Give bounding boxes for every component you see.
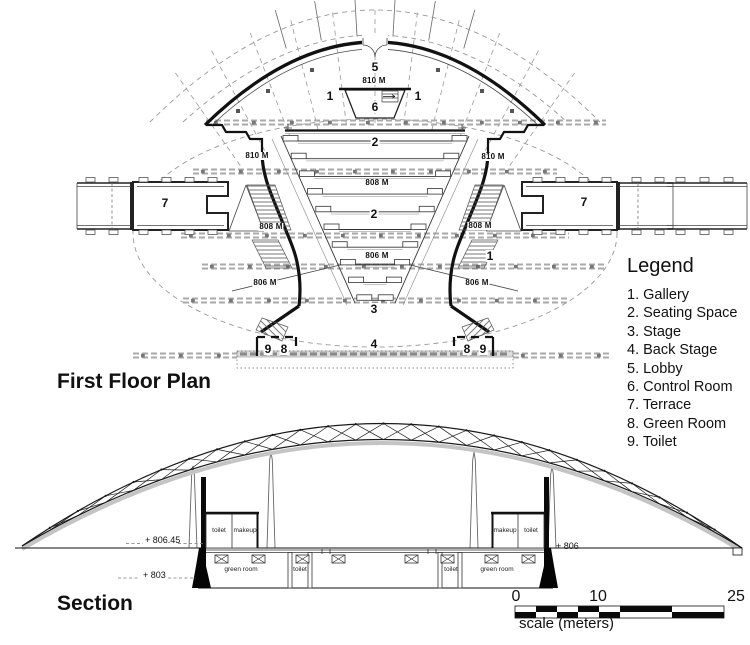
room-number-green-room-left: 8 (279, 342, 289, 356)
level-label-806-center: 806 M (364, 251, 390, 260)
basement-walls (287, 552, 463, 589)
bowl-left-walls-and-stairs (448, 123, 544, 356)
room-number-seating-lower: 2 (369, 207, 379, 221)
legend: Legend 1. Gallery 2. Seating Space 3. St… (627, 256, 737, 452)
scale-bar (514, 605, 725, 619)
level-leader-lines (118, 543, 204, 579)
room-number-toilet-left: 9 (263, 342, 273, 356)
scale-caption: scale (meters) (519, 615, 615, 632)
stair-hatch (246, 184, 292, 231)
level-label-810-left: 810 M (244, 151, 270, 160)
backstage-dotted-outline (236, 350, 514, 369)
section-drawing (15, 422, 744, 589)
legend-item: 5. Lobby (627, 360, 683, 377)
section-room-makeup-upper-right: makeup (493, 526, 517, 534)
truss-footing (732, 547, 743, 556)
level-label-810-right: 810 M (480, 152, 506, 161)
room-number-back-stage: 4 (369, 337, 379, 351)
section-room-makeup-upper-left: makeup (233, 526, 257, 534)
level-label-808-left: 808 M (258, 222, 284, 231)
section-caption: Section (57, 592, 133, 615)
legend-item: 6. Control Room (627, 379, 733, 396)
roof-truss-arch (20, 422, 744, 553)
proscenium-wall-left (201, 477, 206, 548)
room-number-green-room-right: 8 (462, 342, 472, 356)
level-label-808-center: 808 M (364, 178, 390, 187)
room-number-terrace-right: 7 (579, 195, 589, 209)
section-room-green-room-right: green room (480, 565, 514, 573)
level-label-808-right: 808 M (467, 221, 493, 230)
room-number-gallery-lower: 1 (485, 249, 495, 263)
legend-item: 4. Back Stage (627, 342, 718, 359)
room-number-terrace-left: 7 (160, 196, 170, 210)
level-label-810-lobby: 810 M (361, 76, 387, 85)
room-number-gallery-right: 1 (413, 89, 423, 103)
stage-apron-lines (231, 263, 519, 292)
scale-label-twentyfive: 25 (727, 588, 745, 605)
room-number-control-room: 6 (370, 100, 380, 114)
legend-item: 7. Terrace (627, 397, 692, 414)
legend-item: 3. Stage (627, 323, 682, 340)
room-number-toilet-right: 9 (478, 342, 488, 356)
room-number-lobby: 5 (370, 60, 380, 74)
level-label-806-right: 806 M (464, 278, 490, 287)
retaining-wall-right (539, 548, 558, 588)
room-number-gallery-left: 1 (325, 89, 335, 103)
level-label-806-left: 806 M (252, 278, 278, 287)
stair-hatch (458, 184, 504, 231)
outer-dashed-arc (149, 9, 601, 123)
stair-hatch (461, 317, 495, 342)
datum-label-806-45: + 806.45 (145, 535, 181, 545)
mast-columns (188, 451, 557, 549)
legend-item: 1. Gallery (627, 287, 690, 303)
legend-item: 9. Toilet (627, 434, 677, 451)
section-room-green-room-left: green room (224, 565, 258, 573)
terrace-left-outline (76, 177, 229, 235)
scale-label-zero: 0 (511, 588, 521, 605)
terrace-left-outline (521, 177, 674, 235)
proscenium-wall-right (544, 477, 549, 548)
datum-label-806: + 806 (556, 541, 579, 551)
section-room-toilet-lower-right: toilet (444, 565, 458, 573)
room-number-stage: 3 (369, 302, 379, 316)
entrance-door-swings (362, 38, 388, 58)
lobby-columns (236, 68, 514, 113)
legend-item: 8. Green Room (627, 415, 727, 432)
legend-item: 2. Seating Space (627, 305, 738, 322)
terrace-right-extension (667, 177, 748, 235)
room-number-seating-upper: 2 (370, 135, 380, 149)
stair-hatch (251, 239, 293, 269)
datum-label-803: + 803 (143, 570, 166, 580)
scale-label-ten: 10 (589, 588, 607, 605)
legend-title: Legend (627, 255, 694, 277)
section-room-toilet-upper-left: toilet (212, 526, 226, 534)
bowl-left-walls-and-stairs (206, 123, 302, 356)
section-room-toilet-lower-left: toilet (293, 565, 307, 573)
retaining-wall-left (192, 548, 211, 588)
stair-hatch (255, 317, 289, 342)
section-room-toilet-upper-right: toilet (524, 526, 538, 534)
plan-caption: First Floor Plan (57, 370, 212, 393)
mid-dashed-arc (182, 34, 568, 123)
vent-boxes (214, 554, 536, 564)
